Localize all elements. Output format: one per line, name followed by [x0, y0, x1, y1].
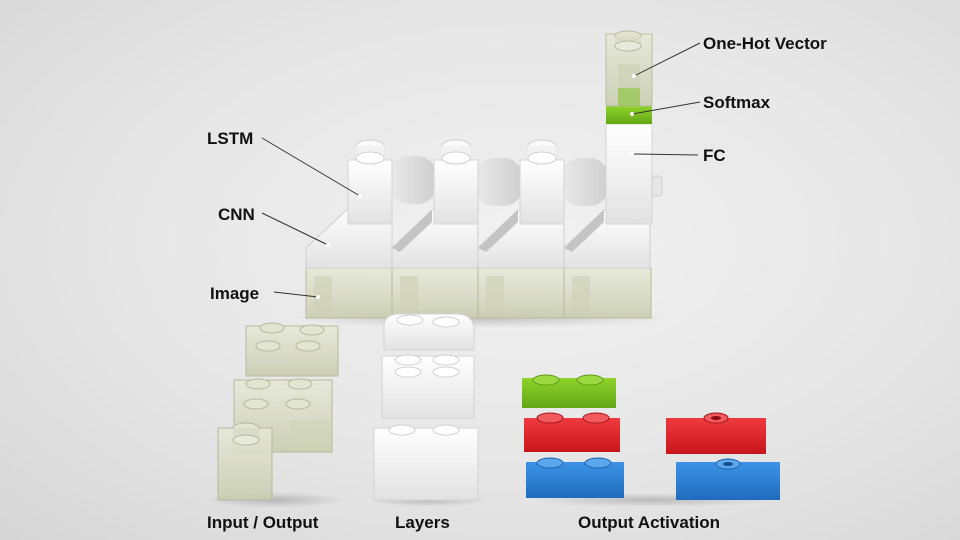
- label-fc: FC: [703, 146, 726, 165]
- green-plate: [522, 374, 616, 408]
- label-one-hot-vector: One-Hot Vector: [703, 34, 827, 53]
- red-jumper-plate: [666, 412, 766, 454]
- leader-fc: [631, 153, 699, 156]
- leader-image: [273, 291, 319, 298]
- leader-softmax: [631, 101, 701, 115]
- label-softmax: Softmax: [703, 93, 771, 112]
- red-plate: [524, 412, 620, 452]
- network-model: [290, 30, 670, 328]
- leader-one-hot: [633, 42, 701, 77]
- label-image: Image: [210, 284, 259, 303]
- leader-dots: [316, 74, 636, 299]
- softmax-brick: [606, 106, 652, 124]
- caption-input-output: Input / Output: [207, 513, 319, 532]
- lstm-layer-bricks: [347, 139, 608, 225]
- leader-cnn: [261, 212, 329, 246]
- one-hot-vector-brick: [605, 30, 653, 107]
- label-cnn: CNN: [218, 205, 255, 224]
- leader-lines: [261, 42, 701, 298]
- layer-bricks: [368, 313, 488, 507]
- leader-lstm: [261, 137, 361, 197]
- output-activation-bricks: [522, 374, 780, 507]
- input-output-bricks: [205, 322, 345, 508]
- caption-output-activation: Output Activation: [578, 513, 720, 532]
- blue-plate: [526, 457, 624, 498]
- caption-layers: Layers: [395, 513, 450, 532]
- blue-jumper-plate: [676, 458, 780, 500]
- image-layer-bricks: [305, 267, 652, 319]
- fc-brick: [605, 123, 663, 225]
- label-lstm: LSTM: [207, 129, 253, 148]
